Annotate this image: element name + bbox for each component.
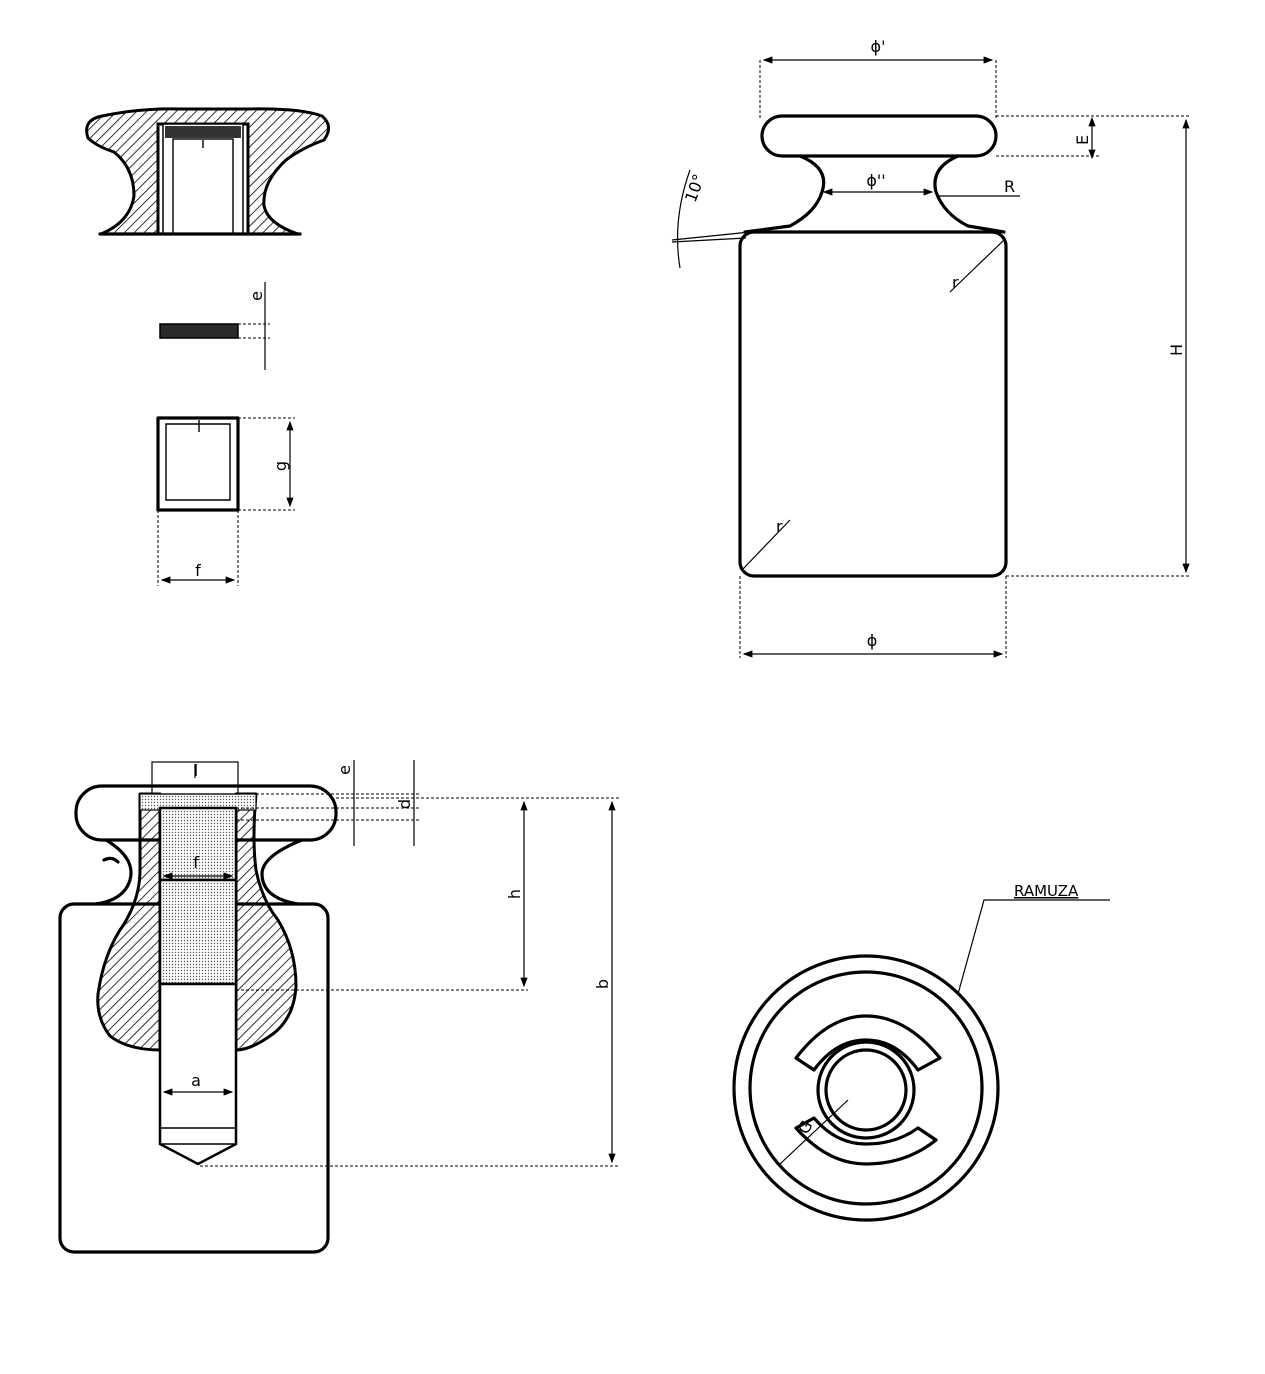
insert-height-label: g bbox=[271, 461, 290, 471]
sectional-view: l f a e d h b bbox=[58, 760, 620, 1254]
height-label: H bbox=[1167, 344, 1186, 356]
neck-diameter-label: ϕ'' bbox=[866, 171, 885, 190]
plug-detail-view: e bbox=[159, 282, 270, 370]
knob-section-view bbox=[85, 107, 330, 236]
section-e-label: e bbox=[335, 765, 354, 775]
plug-block bbox=[165, 126, 241, 138]
section-b-label: b bbox=[593, 979, 612, 989]
section-d-label: d bbox=[395, 799, 414, 809]
insert-detail-view: g f bbox=[156, 416, 295, 586]
corner-radius-top-label: r bbox=[952, 273, 959, 292]
corner-radius-bottom-label: r bbox=[776, 517, 783, 536]
insert-width-label: f bbox=[195, 561, 201, 580]
body-diameter-label: ϕ bbox=[867, 631, 878, 650]
ramuza-label: RAMUZA bbox=[1014, 882, 1079, 900]
angle-label: 10° bbox=[681, 172, 709, 205]
section-h-label: h bbox=[505, 889, 524, 899]
plug-thickness-label: e bbox=[247, 291, 266, 301]
elevation-view: ϕ' ϕ'' R E 10° r r H bbox=[671, 37, 1190, 658]
neck-radius-label: R bbox=[1004, 177, 1015, 196]
ramuza-ring bbox=[748, 970, 984, 1206]
section-f-label: f bbox=[193, 853, 199, 872]
plan-view: G RAMUZA bbox=[732, 882, 1110, 1222]
bore-width-label: l bbox=[194, 761, 198, 780]
top-height-label: E bbox=[1073, 135, 1092, 145]
top-diameter-label: ϕ' bbox=[871, 37, 886, 56]
section-a-label: a bbox=[191, 1071, 201, 1090]
